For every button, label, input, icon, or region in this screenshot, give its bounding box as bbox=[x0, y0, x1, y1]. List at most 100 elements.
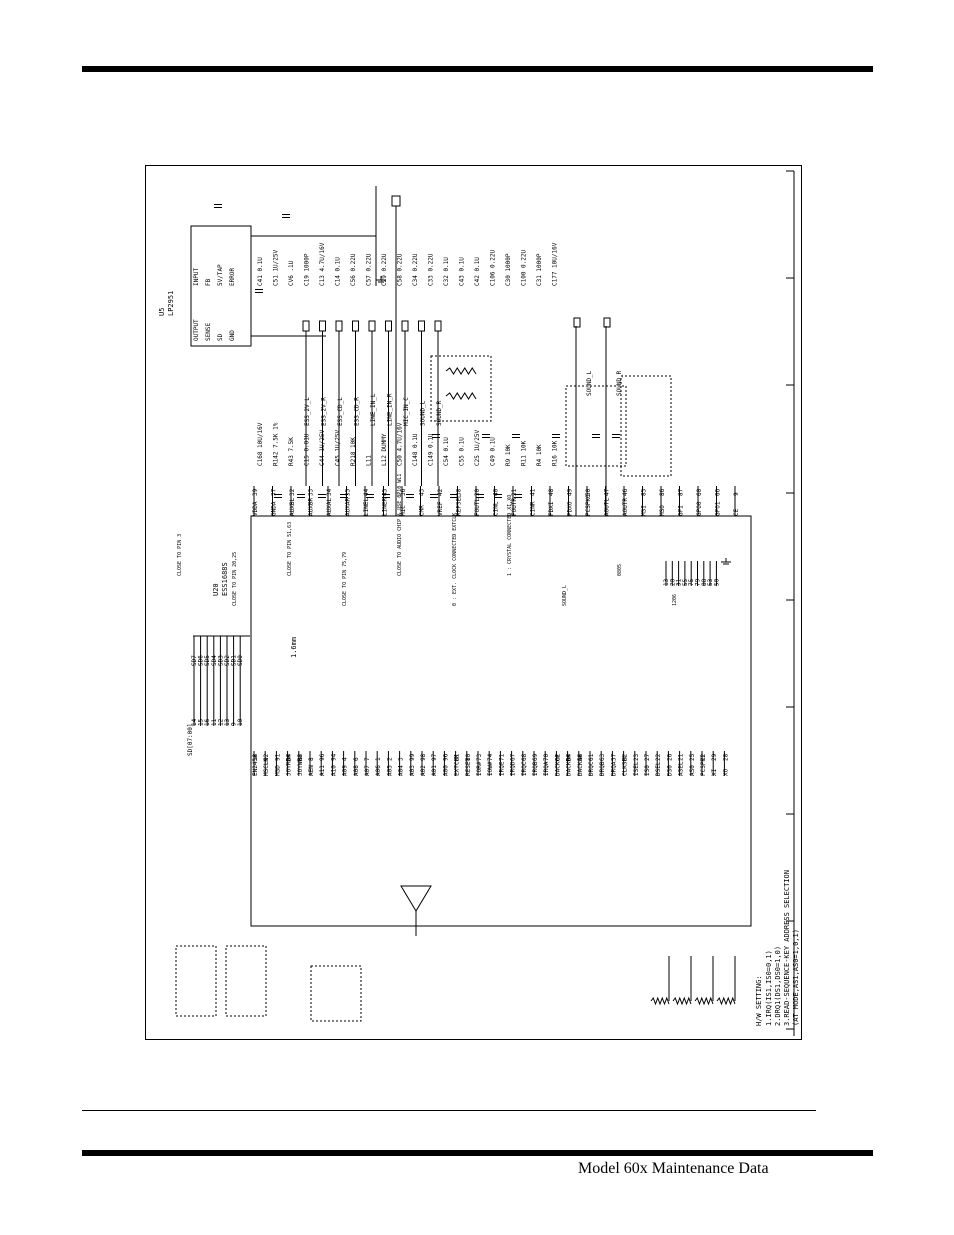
right-pin-name: GPO0 bbox=[696, 501, 703, 516]
note-label: SOUND_L bbox=[562, 585, 568, 606]
component-label: C33 0.22U bbox=[428, 253, 435, 286]
chip-u5-pin: ERROR bbox=[229, 268, 236, 286]
component-label: C14 0.1U bbox=[335, 257, 342, 286]
chip-u20-part: ESS1688S bbox=[221, 562, 229, 596]
gnd-pin-number: 13 bbox=[663, 578, 670, 586]
right-pin-name: CINR bbox=[530, 501, 537, 516]
note-label: 1206 bbox=[672, 594, 678, 606]
left-pin-number: 29 bbox=[711, 753, 718, 761]
right-pin-name: FDXO bbox=[567, 501, 574, 516]
chip-u5-pin: 5V/TAP bbox=[217, 264, 224, 286]
component-label: C13 4.7U/16V bbox=[319, 242, 326, 286]
left-pin-number: 22 bbox=[655, 753, 662, 761]
component-label: C49 0.1U bbox=[490, 437, 497, 466]
gnd-pin-number: 75 bbox=[688, 578, 695, 586]
component-label: C100 0.22U bbox=[521, 249, 528, 286]
gnd-pin-number: 79 bbox=[695, 578, 702, 586]
left-pin-name: IRQA bbox=[543, 761, 550, 776]
right-pin-name: VDDA bbox=[252, 501, 259, 516]
right-pin-name: CINL bbox=[493, 501, 500, 516]
data-pin-number: 14 bbox=[191, 718, 198, 726]
data-pin-label: SD6 bbox=[198, 655, 205, 666]
right-pin-number: 34 bbox=[326, 488, 333, 496]
component-label: R11 10K bbox=[521, 440, 528, 466]
left-pin-number: 2 bbox=[386, 757, 393, 761]
right-pin-number: 32 bbox=[289, 488, 296, 496]
left-pin-name: DACKB# bbox=[566, 754, 573, 776]
left-pin-number: 57 bbox=[610, 753, 617, 761]
connector-pin bbox=[352, 320, 359, 332]
left-pin-name: IRQB bbox=[532, 761, 539, 776]
left-pin-number: 1 bbox=[375, 757, 382, 761]
left-pin-number: 21 bbox=[678, 753, 685, 761]
gnd-pin-number: 88 bbox=[701, 578, 708, 586]
left-pin-name: DRQC bbox=[588, 761, 595, 776]
left-pin-number: 8 bbox=[308, 757, 315, 761]
right-pin-name: CE bbox=[733, 508, 740, 516]
gnd-pin-number: 50 bbox=[713, 578, 720, 586]
left-pin-name: CLKSEL bbox=[622, 754, 629, 776]
component-label: C15 0.01U bbox=[304, 433, 311, 466]
right-pin-number: 9 bbox=[733, 492, 740, 496]
connector-pin bbox=[319, 320, 326, 332]
component-label: C42 0.1U bbox=[474, 257, 481, 286]
left-pin-number: 6 bbox=[353, 757, 360, 761]
right-pin-number: 87 bbox=[678, 488, 685, 496]
left-pin-name: A08 bbox=[353, 765, 360, 776]
left-pin-name: IOW# bbox=[487, 761, 494, 776]
component-label: C43 0.1U bbox=[459, 257, 466, 286]
left-pin-name: DS0 bbox=[666, 765, 673, 776]
component-label: C54 0.1U bbox=[443, 437, 450, 466]
left-pin-name: A00 bbox=[442, 765, 449, 776]
left-pin-name: A07 bbox=[364, 765, 371, 776]
hw-setting-title: H/W SETTING: bbox=[755, 975, 763, 1026]
left-pin-name: RESET bbox=[465, 758, 472, 776]
right-pin-number: 43 bbox=[419, 488, 426, 496]
data-pin-number: 10 bbox=[237, 718, 244, 726]
decoupling-box-2 bbox=[225, 945, 267, 1017]
connector-label: ESS_2V_L bbox=[304, 397, 311, 426]
note-label: 0805 bbox=[617, 564, 623, 576]
note-label: CLOSE TO PIN 75,79 bbox=[342, 552, 348, 606]
connector-label: MIC_IN_C bbox=[403, 397, 410, 426]
schematic-frame: 12345678U20ESS1688S1.6mmSD714SD615SD516S… bbox=[145, 165, 802, 1040]
left-pin-number: 72 bbox=[700, 753, 707, 761]
left-pin-number: 4 bbox=[342, 757, 349, 761]
left-pin-number: 67 bbox=[510, 753, 517, 761]
component-label: C168 10U/16V bbox=[257, 422, 264, 466]
right-pin-name: PCSPKO bbox=[585, 494, 592, 516]
left-pin-name: A04 bbox=[398, 765, 405, 776]
left-pin-name: A05 bbox=[386, 765, 393, 776]
component-label: C41 0.1U bbox=[257, 257, 264, 286]
right-pin-number: 46 bbox=[622, 488, 629, 496]
note-label: CLOSE TO PIN 51,63 bbox=[287, 522, 293, 576]
left-pin-name: A06 bbox=[375, 765, 382, 776]
right-pin-number: 50 bbox=[585, 488, 592, 496]
component-label: C19 1000P bbox=[304, 253, 311, 286]
chip-u5-pin: FB bbox=[205, 278, 212, 286]
left-pin-name: XO bbox=[722, 768, 729, 776]
left-pin-number: 63 bbox=[599, 753, 606, 761]
left-pin-name: IRQD bbox=[510, 761, 517, 776]
right-pin-number: 41 bbox=[530, 488, 537, 496]
right-pin-name: REFSEL bbox=[456, 494, 463, 516]
right-pin-number: 66 bbox=[715, 488, 722, 496]
left-pin-number: 58 bbox=[577, 753, 584, 761]
left-pin-number: 3 bbox=[398, 757, 405, 761]
gnd-pin-number: 55 bbox=[682, 578, 689, 586]
left-pin-number: 70 bbox=[543, 753, 550, 761]
left-pin-name: MSD bbox=[274, 765, 281, 776]
left-pin-number: 92 bbox=[263, 753, 270, 761]
component-label: C45 1U/25V bbox=[335, 429, 342, 466]
left-pin-name: ISEL bbox=[633, 761, 640, 776]
connector-pin bbox=[302, 320, 310, 332]
component-label: C44 1U/25V bbox=[319, 429, 326, 466]
left-pin-number: 73 bbox=[476, 753, 483, 761]
schematic-drawing: 12345678U20ESS1688S1.6mmSD714SD615SD516S… bbox=[158, 170, 800, 1036]
left-pin-name: MSCLK bbox=[263, 758, 270, 776]
right-pin-name: MSO bbox=[659, 505, 666, 516]
right-pin-number: 47 bbox=[604, 488, 611, 496]
component-label: C51 1U/25V bbox=[273, 249, 280, 286]
left-pin-number: 61 bbox=[588, 753, 595, 761]
left-pin-number: 68 bbox=[521, 753, 528, 761]
